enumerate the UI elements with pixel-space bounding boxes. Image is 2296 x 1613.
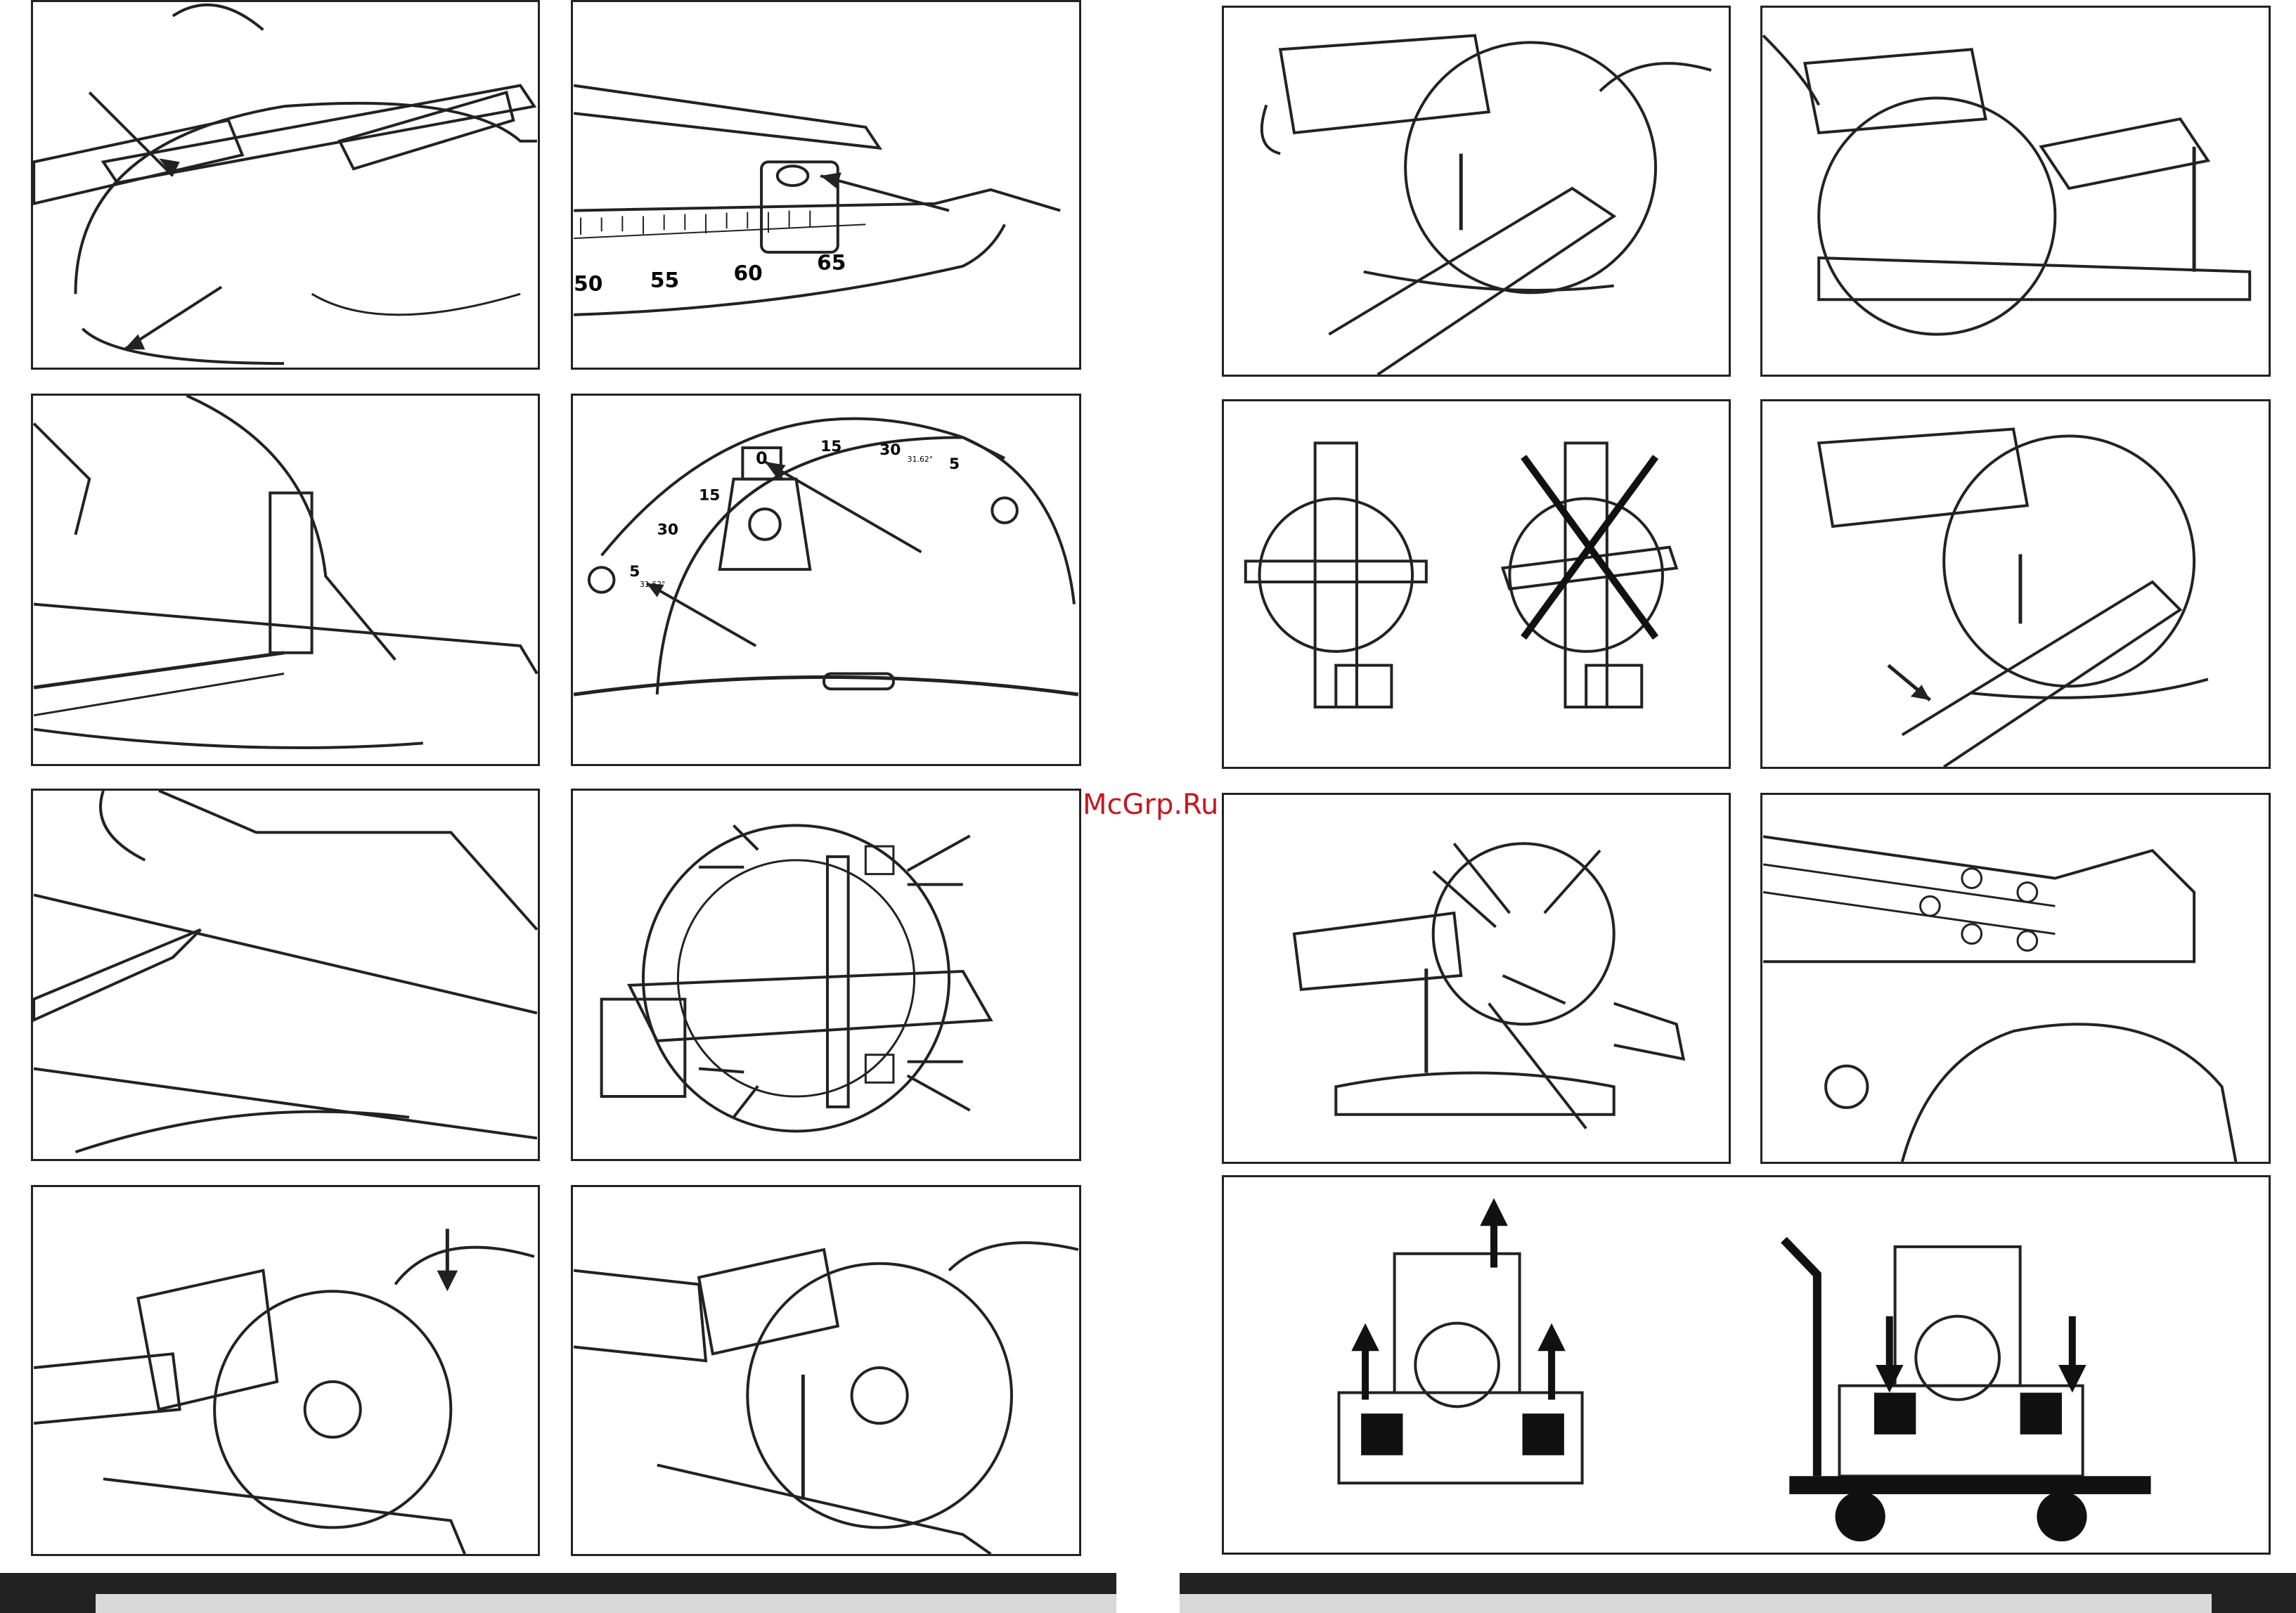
miter-left-15: 15 — [699, 486, 720, 504]
miter-right-5: 5 — [949, 455, 960, 473]
blade-plate-illustration — [33, 791, 538, 1159]
belt-cover-illustration — [1762, 795, 2269, 1162]
footer-bar-left — [0, 1573, 1116, 1613]
miter-pointer — [720, 479, 811, 570]
workpiece-fence-illustration — [1762, 401, 2269, 767]
bevel-label-60: 60 — [734, 260, 763, 285]
bevel-scale-ticks — [581, 211, 810, 235]
figure-hand-clamp — [571, 1185, 1081, 1556]
miter-left-5: 5 — [629, 563, 640, 581]
correct-position-saw — [1246, 443, 1426, 707]
figure-workpiece-clamp — [1222, 6, 1731, 377]
cart-wheel-right — [2037, 1491, 2087, 1541]
figure-crossed-comparison — [1222, 399, 1731, 769]
figure-fence-square — [31, 394, 540, 766]
carrying-transport-illustration — [1224, 1177, 2269, 1553]
figure-saw-press-down — [31, 1185, 540, 1556]
miter-right-15: 15 — [820, 438, 841, 455]
transport-cart — [1784, 1240, 2150, 1541]
figure-laser-arm — [1222, 793, 1731, 1164]
figure-workpiece-fence — [1760, 399, 2271, 769]
miter-right-30: 30 — [879, 441, 901, 459]
figure-guard-arrows — [31, 0, 540, 370]
figure-rear-bolts — [571, 789, 1081, 1161]
incorrect-position-saw — [1503, 443, 1677, 707]
crossed-comparison-illustration — [1224, 401, 1729, 767]
figure-carrying-transport — [1222, 1175, 2271, 1555]
saw-press-illustration — [33, 1187, 538, 1554]
figure-miter-scale: 5 30 15 0 15 30 5 31.62° 31.62° — [571, 394, 1081, 766]
miter-small-right: 31.62° — [908, 455, 934, 464]
laser-arm-illustration — [1224, 795, 1729, 1162]
bevel-scale-illustration: 50 55 60 65 — [573, 2, 1079, 368]
saw-table-illustration — [33, 2, 538, 368]
lift-by-handles — [1339, 1198, 1582, 1483]
bevel-label-50: 50 — [574, 271, 602, 295]
bevel-label-55: 55 — [650, 267, 679, 292]
rear-bolts-illustration — [573, 791, 1079, 1159]
hand-lever-illustration — [1762, 8, 2269, 375]
fence-square-illustration — [33, 396, 538, 764]
miter-left-30: 30 — [657, 522, 678, 539]
footer-bar-right — [1180, 1573, 2296, 1613]
miter-zero: 0 — [756, 448, 768, 468]
cart-wheel-left — [1836, 1491, 1885, 1541]
watermark: McGrp.Ru — [1083, 789, 1218, 821]
figure-belt-cover — [1760, 793, 2271, 1164]
cart-handle — [1784, 1240, 1817, 1476]
workpiece-clamp-illustration — [1224, 8, 1729, 375]
figure-blade-plate — [31, 789, 540, 1161]
miter-scale-illustration: 5 30 15 0 15 30 5 31.62° 31.62° — [573, 396, 1079, 764]
figure-hand-lever — [1760, 6, 2271, 377]
figure-bevel-scale: 50 55 60 65 — [571, 0, 1081, 370]
cart-deck — [1789, 1476, 2150, 1494]
hand-clamp-illustration — [573, 1187, 1079, 1554]
